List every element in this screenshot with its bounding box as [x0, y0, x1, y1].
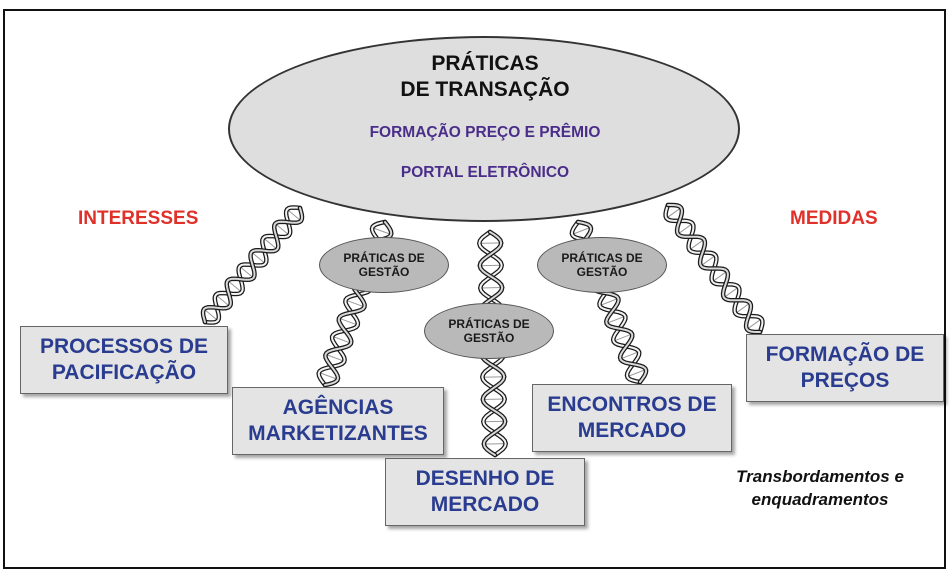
helix-rung [263, 237, 278, 250]
helix-rung [203, 308, 219, 322]
box-marketizing-agencies: AGÊNCIAS MARKETIZANTES [232, 387, 444, 455]
helix-measures [663, 202, 765, 335]
helix-rung [700, 254, 716, 267]
box-prices-line2: PREÇOS [800, 369, 890, 392]
central-item-price-premium: FORMAÇÃO PREÇO E PRÊMIO [369, 124, 601, 141]
management-left-line1: PRÁTICAS DE [343, 251, 425, 265]
helix-rung [372, 227, 392, 235]
box-pacification-line2: PACIFICAÇÃO [51, 361, 197, 384]
helix-rung [620, 351, 640, 360]
helix-rung [689, 239, 705, 251]
note-line1: Transbordamentos e [736, 467, 904, 486]
helix-rung [338, 317, 358, 326]
helix-rung [666, 207, 682, 219]
helix-rung [332, 335, 352, 344]
helix-strand [201, 207, 304, 323]
central-title-line2: DE TRANSAÇÃO [400, 78, 570, 101]
box-encounters-line2: MERCADO [577, 419, 687, 442]
note-line2: enquadramentos [751, 490, 889, 509]
interests-label: INTERESSES [78, 208, 199, 229]
management-practices-ellipse-right: PRÁTICAS DE GESTÃO [537, 237, 667, 293]
management-left-line2: GESTÃO [358, 265, 410, 279]
overflows-framings-note: Transbordamentos e enquadramentos [695, 465, 945, 511]
box-design-line1: DESENHO DE [415, 467, 555, 490]
helix-rung [345, 299, 365, 308]
helix-strand [667, 204, 761, 333]
management-center-line2: GESTÃO [463, 331, 515, 345]
helix-rung [325, 353, 345, 362]
central-item-electronic-portal: PORTAL ELETRÔNICO [400, 164, 570, 181]
helix-rung [735, 302, 751, 314]
box-prices-line1: FORMAÇÃO DE [765, 343, 925, 366]
helix-rung [606, 315, 626, 324]
helix-rung [746, 318, 762, 330]
helix-rung [723, 286, 739, 298]
measures-label: MEDIDAS [790, 208, 878, 229]
box-pacification-line1: PROCESSOS DE [39, 335, 209, 358]
helix-rung [215, 294, 231, 307]
management-right-line2: GESTÃO [576, 265, 628, 279]
box-encounters-line1: ENCONTROS DE [547, 393, 717, 416]
box-market-design: DESENHO DE MERCADO [385, 458, 585, 526]
helix-rung [627, 369, 647, 378]
box-price-formation: FORMAÇÃO DE PREÇOS [746, 334, 944, 402]
management-practices-ellipse-center: PRÁTICAS DE GESTÃO [424, 303, 554, 359]
box-market-encounters: ENCONTROS DE MERCADO [532, 384, 732, 452]
helix-rung [677, 223, 693, 235]
transaction-practices-ellipse [228, 36, 740, 222]
helix-rung [599, 297, 619, 307]
box-pacification-processes: PROCESSOS DE PACIFICAÇÃO [20, 326, 228, 394]
management-practices-ellipse-left: PRÁTICAS DE GESTÃO [319, 237, 449, 293]
box-agencies-line1: AGÊNCIAS [282, 396, 394, 419]
helix-rung [286, 208, 302, 222]
box-agencies-line2: MARKETIZANTES [248, 422, 428, 445]
helix-rung [274, 223, 290, 236]
box-design-line2: MERCADO [430, 493, 540, 516]
helix-rung [227, 280, 242, 293]
helix-rung [239, 265, 254, 279]
management-right-line1: PRÁTICAS DE [561, 251, 643, 265]
helix-rung [571, 226, 591, 235]
helix-rung [613, 333, 633, 342]
central-title-line1: PRÁTICAS [431, 52, 539, 75]
helix-rung [251, 251, 266, 265]
management-center-line1: PRÁTICAS DE [448, 317, 530, 331]
helix-rung [712, 270, 728, 283]
helix-interests [200, 205, 305, 325]
helix-rung [318, 372, 338, 380]
